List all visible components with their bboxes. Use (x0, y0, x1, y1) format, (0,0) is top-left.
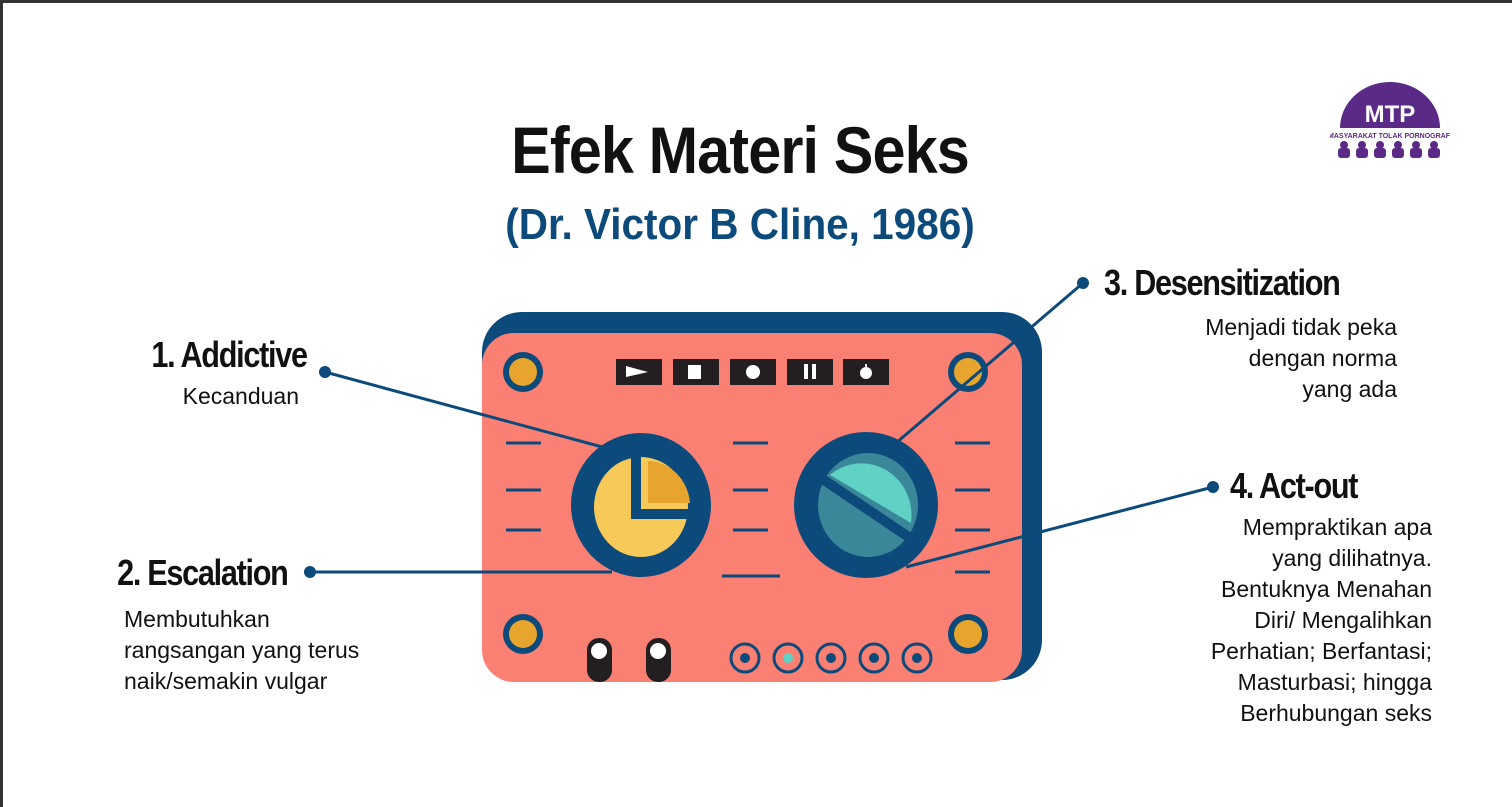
corner-screws (503, 352, 988, 654)
slide-title: Efek Materi Seks (511, 113, 970, 187)
level-marks (506, 441, 990, 578)
effect-2-heading: 2. Escalation (117, 552, 289, 593)
input-jacks (587, 638, 671, 682)
pause-icon (804, 364, 816, 379)
window-frame-left (0, 0, 3, 807)
transport-buttons (616, 359, 889, 385)
svg-text:MTP: MTP (1365, 101, 1416, 128)
mixer-panel (482, 333, 1022, 682)
leader-dots (304, 277, 1219, 578)
effect-1-description: Kecanduan (182, 383, 299, 409)
mtp-logo: MTP MASYARAKAT TOLAK PORNOGRAFI (1330, 82, 1450, 158)
play-icon (626, 366, 648, 377)
effect-1-heading: 1. Addictive (151, 334, 309, 375)
stop-icon (688, 365, 701, 379)
window-frame-top (0, 0, 1512, 3)
effect-3-heading: 3. Desensitization (1104, 262, 1341, 303)
slide-subtitle: (Dr. Victor B Cline, 1986) (505, 200, 975, 249)
svg-text:MASYARAKAT TOLAK PORNOGRAFI: MASYARAKAT TOLAK PORNOGRAFI (1330, 133, 1450, 140)
power-icon (860, 367, 872, 379)
record-icon (746, 365, 760, 379)
effect-4-heading: 4. Act-out (1230, 465, 1358, 506)
right-knob (794, 432, 938, 578)
leader-lines (310, 281, 1214, 574)
indicator-lights (729, 642, 933, 674)
left-knob (571, 433, 711, 577)
